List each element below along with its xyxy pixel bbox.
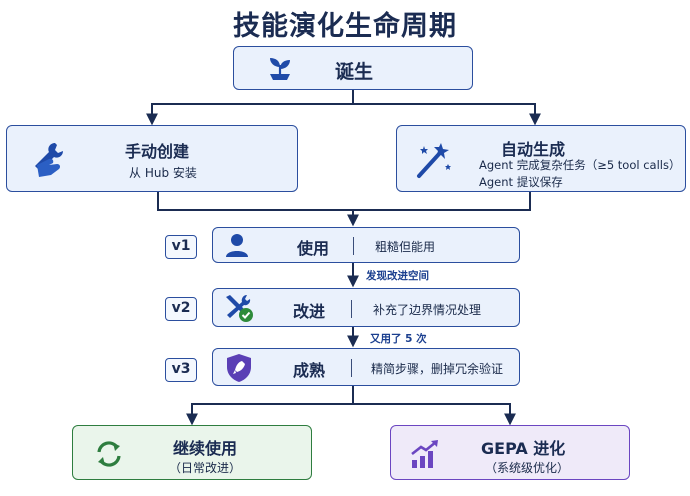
version-tag-v1: v1 bbox=[165, 235, 197, 259]
auto-generate-line1: Agent 完成复杂任务（≥5 tool calls） bbox=[479, 158, 681, 172]
page-title: 技能演化生命周期 bbox=[233, 11, 457, 42]
auto-generate-title: 自动生成 bbox=[501, 140, 566, 159]
user-icon bbox=[224, 232, 250, 262]
stage-divider-v1 bbox=[353, 237, 354, 255]
wrench-icon bbox=[29, 139, 73, 185]
bar-chart-up-icon bbox=[409, 438, 441, 474]
stage-box-v3: 成熟 精简步骤，删掉冗余验证 bbox=[212, 348, 520, 386]
birth-box: 诞生 bbox=[233, 46, 473, 90]
manual-create-title: 手动创建 bbox=[125, 142, 190, 161]
connector-v3-gepa bbox=[353, 403, 516, 426]
manual-create-subtitle: 从 Hub 安装 bbox=[129, 166, 197, 180]
manual-create-box: 手动创建 从 Hub 安装 bbox=[6, 125, 298, 192]
note-after-v1: 发现改进空间 bbox=[366, 270, 429, 282]
refresh-icon bbox=[93, 438, 125, 474]
connector-manual-merge bbox=[157, 192, 353, 211]
connector-birth-auto bbox=[353, 103, 541, 126]
connector-auto-merge bbox=[353, 192, 531, 211]
continue-use-title: 继续使用 bbox=[173, 439, 238, 458]
gepa-evolution-title: GEPA 进化 bbox=[481, 439, 566, 458]
tools-check-icon bbox=[223, 293, 255, 327]
birth-label: 诞生 bbox=[334, 61, 373, 83]
stage-desc-v2: 补充了边界情况处理 bbox=[373, 303, 482, 317]
sprout-icon bbox=[266, 55, 294, 85]
stage-divider-v3 bbox=[351, 359, 352, 377]
stage-title-v3: 成熟 bbox=[293, 361, 326, 380]
stage-box-v2: 改进 补充了边界情况处理 bbox=[212, 288, 520, 327]
continue-use-box: 继续使用 （日常改进） bbox=[72, 425, 312, 480]
stage-title-v1: 使用 bbox=[297, 239, 330, 258]
auto-generate-box: 自动生成 Agent 完成复杂任务（≥5 tool calls） Agent 提… bbox=[396, 125, 686, 192]
stage-desc-v3: 精简步骤，删掉冗余验证 bbox=[371, 362, 504, 376]
note-after-v2: 又用了 5 次 bbox=[370, 333, 427, 345]
version-tag-v3: v3 bbox=[165, 358, 197, 382]
gepa-evolution-subtitle: （系统级优化） bbox=[485, 461, 570, 475]
connector-birth-split bbox=[146, 90, 354, 126]
gepa-evolution-box: GEPA 进化 （系统级优化） bbox=[390, 425, 630, 480]
stage-title-v2: 改进 bbox=[293, 302, 326, 321]
version-tag-v2: v2 bbox=[165, 297, 197, 321]
stage-divider-v2 bbox=[351, 300, 352, 318]
magic-wand-icon bbox=[415, 140, 453, 184]
connector-v3-split bbox=[186, 386, 354, 426]
stage-box-v1: 使用 粗糙但能用 bbox=[212, 227, 520, 263]
continue-use-subtitle: （日常改进） bbox=[169, 461, 242, 475]
auto-generate-line2: Agent 提议保存 bbox=[479, 175, 563, 189]
shield-rocket-icon bbox=[225, 353, 253, 387]
stage-desc-v1: 粗糙但能用 bbox=[375, 240, 436, 254]
